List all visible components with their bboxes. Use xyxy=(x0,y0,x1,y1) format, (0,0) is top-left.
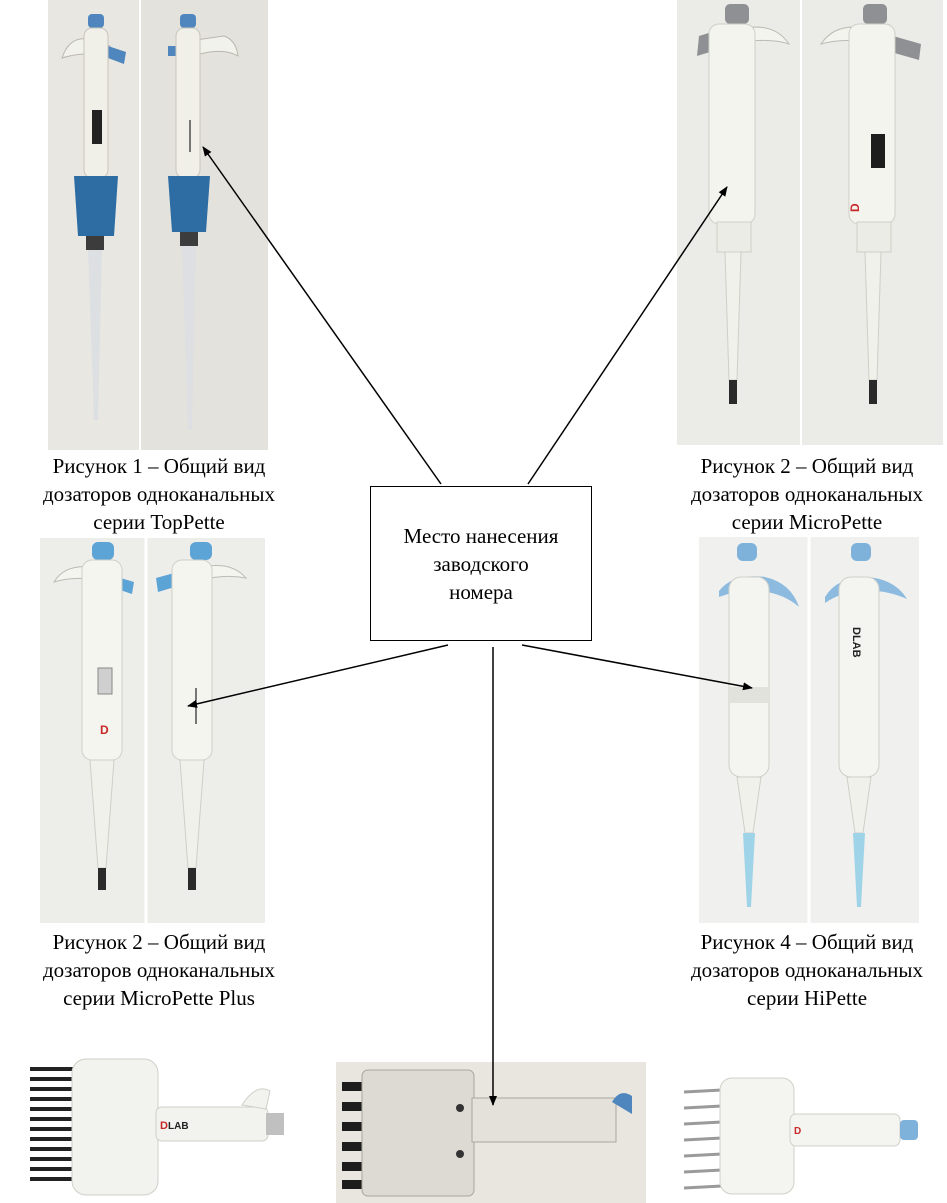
photo-multichannel-center xyxy=(336,1062,646,1203)
caption-line: Рисунок 4 – Общий вид xyxy=(700,930,914,954)
photo-micropette: D xyxy=(677,0,943,445)
callout-line: Место нанесения xyxy=(403,523,559,548)
brand-logo: D xyxy=(848,203,862,212)
svg-text:DLAB: DLAB xyxy=(850,627,862,658)
caption-line: дозаторов одноканальных xyxy=(43,958,275,982)
caption-line: Рисунок 2 – Общий вид xyxy=(52,930,266,954)
caption-line: дозаторов одноканальных xyxy=(691,482,923,506)
caption-line: серии TopPette xyxy=(93,510,225,534)
svg-text:D: D xyxy=(160,1120,168,1132)
caption-line: Рисунок 2 – Общий вид xyxy=(700,454,914,478)
caption-figure-4: Рисунок 4 – Общий вид дозаторов однокана… xyxy=(662,928,947,1012)
photo-micropette-plus: D xyxy=(40,538,265,923)
caption-line: дозаторов одноканальных xyxy=(43,482,275,506)
svg-text:D: D xyxy=(794,1126,801,1137)
photo-multichannel-right: D xyxy=(682,1072,929,1202)
caption-line: серии HiPette xyxy=(746,986,868,1010)
caption-line: серии MicroPette xyxy=(731,510,883,534)
arrow-to-toppette xyxy=(202,146,442,485)
caption-figure-2: Рисунок 2 – Общий вид дозаторов однокана… xyxy=(662,452,947,536)
svg-text:D: D xyxy=(100,723,109,737)
photo-multichannel-left: D LAB xyxy=(20,1055,290,1203)
photo-toppette xyxy=(48,0,268,450)
caption-line: дозаторов одноканальных xyxy=(691,958,923,982)
caption-line: серии MicroPette Plus xyxy=(63,986,255,1010)
serial-number-callout: Место нанесения заводского номера xyxy=(370,486,592,641)
caption-figure-3: Рисунок 2 – Общий вид дозаторов однокана… xyxy=(14,928,304,1012)
photo-hipette: DLAB xyxy=(699,537,919,923)
arrow-to-micropette-plus xyxy=(187,644,449,708)
arrow-to-micropette xyxy=(527,186,728,485)
caption-figure-1: Рисунок 1 – Общий вид дозаторов однокана… xyxy=(14,452,304,536)
arrow-to-hipette xyxy=(521,644,753,691)
caption-line: Рисунок 1 – Общий вид xyxy=(52,454,266,478)
callout-line: заводского xyxy=(433,551,529,576)
callout-line: номера xyxy=(449,579,513,604)
svg-text:LAB: LAB xyxy=(168,1121,189,1132)
